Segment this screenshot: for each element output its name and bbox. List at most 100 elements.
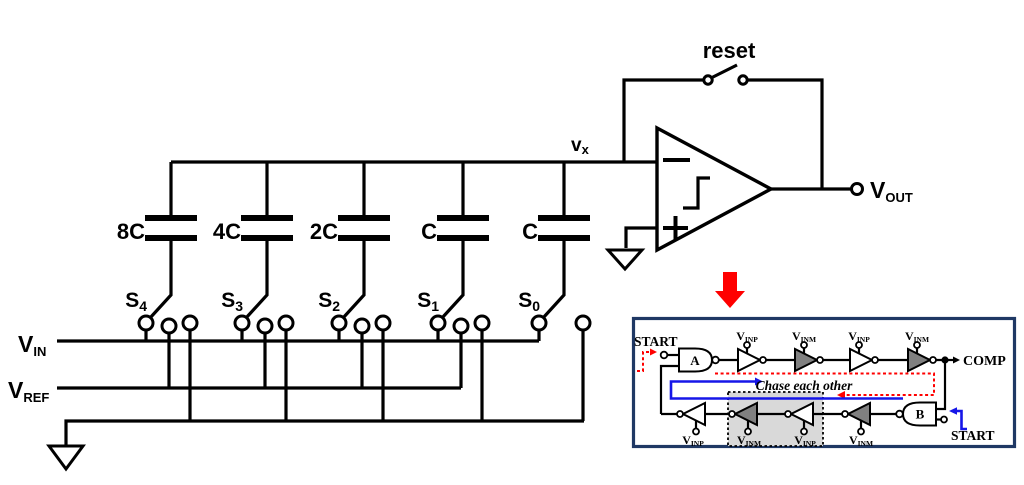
inverter-bubble-icon [676,410,684,418]
top-inverter: VINP [848,329,879,373]
capacitor-icon [538,215,590,221]
feedback-wire [622,78,704,162]
control-terminal-icon [857,427,865,436]
vinm-label: VINM [849,433,873,448]
vinp-label: VINP [794,433,816,448]
control-terminal-icon [913,341,921,349]
capacitor-icon [241,215,293,221]
reset-switch-contact [737,74,749,86]
inverter-bubble-icon [759,356,767,364]
cap-label: 4C [213,219,241,244]
inverter-bubble-icon [841,410,849,418]
comparator-stage: reset VOUT vx [571,38,913,272]
vinm-label: VINM [905,329,929,344]
switch-contact-icon [233,314,251,332]
inset-panel: Chase each other A B VINP [631,316,1017,449]
cap-label: 2C [310,219,338,244]
inverter-bubble-icon [816,356,824,364]
control-terminal-icon [743,341,751,349]
capacitor-icon [338,215,390,221]
inverter-bubble-icon [895,409,904,419]
switch-label: S1 [417,289,439,314]
vin-label: VIN [18,331,46,359]
reset-switch-contact [702,74,714,86]
input-terminal-icon [659,350,669,360]
hysteresis-icon [683,176,710,210]
control-terminal-icon [800,427,808,436]
comp-label: COMP [963,354,1006,369]
inset-border [631,316,1017,449]
vx-label: vx [571,135,590,157]
vinp-label: VINP [682,433,704,448]
inverter-icon [732,401,758,427]
switch-contact-icon [530,314,548,332]
blue-chase-arrow [669,380,903,400]
output-terminal-icon [850,182,864,196]
switch-label: S3 [221,289,243,314]
capacitor-icon [437,215,489,221]
switch-contact-icon [137,314,155,332]
cap-label: C [421,219,437,244]
gate-a: A [659,347,720,373]
top-chain-wires [719,358,947,411]
start-edge-icon [637,351,652,372]
inverter-bubble-icon [728,410,736,418]
inverter-bubble-icon [871,356,879,364]
cap-branch: 2C S2 [310,162,392,421]
cap-label: 8C [117,219,145,244]
vout-label: VOUT [870,177,913,205]
inverter-icon [788,401,814,427]
cap-branch: 8C S4 [117,162,199,421]
bottom-inverter: VINP [676,401,706,448]
control-terminal-icon [692,427,700,436]
cap-branch: C S0 [518,162,592,421]
bottom-inverter: VINP [784,401,816,448]
vinp-label: VINP [848,329,870,344]
output-node-dot [941,356,949,364]
bottom-inverter: VINM [841,401,873,448]
top-inverter: VINM [792,329,824,373]
ground-rail [64,419,584,446]
top-inverter: VINP [736,329,767,373]
inverter-icon [737,347,763,373]
cap-branch: C S1 [417,162,491,421]
switch-label: S4 [125,289,147,314]
inverter-icon [680,401,706,427]
red-down-arrow-icon [715,272,745,308]
reset-label: reset [703,38,756,63]
vinm-label: VINM [792,329,816,344]
gate-a-label: A [690,353,700,368]
vinm-label: VINM [737,433,761,448]
cap-label: C [522,219,538,244]
comp-arrow-icon [953,356,960,364]
switch-contact-icon [429,314,447,332]
input-terminal-icon [940,415,948,424]
switch-label: S0 [518,289,540,314]
vinp-label: VINP [736,329,758,344]
bottom-chain-wires [659,364,896,416]
inverter-icon [907,347,933,373]
switch-label: S2 [318,289,340,314]
gate-b-label: B [916,407,925,422]
switch-contact-icon [330,314,348,332]
inverter-icon [794,347,820,373]
plus-input-icon [663,216,688,240]
ground-icon [604,248,646,272]
inverter-bubble-icon [711,355,720,365]
bottom-inverter: VINM [728,401,761,448]
inverter-icon [849,347,875,373]
control-terminal-icon [800,341,808,349]
capacitor-icon [145,215,197,221]
vref-label: VREF [8,377,49,405]
control-terminal-icon [855,341,863,349]
start-hook-icon [956,409,967,431]
start-top-label: START [634,334,678,349]
cap-dac-array: 8C S4 4C S3 2C S2 [8,160,657,472]
inverter-bubble-icon [784,410,792,418]
gate-b: B [895,401,948,427]
red-chase-arrow [715,372,935,396]
cap-branch: 4C S3 [213,162,295,421]
control-terminal-icon [744,427,752,436]
